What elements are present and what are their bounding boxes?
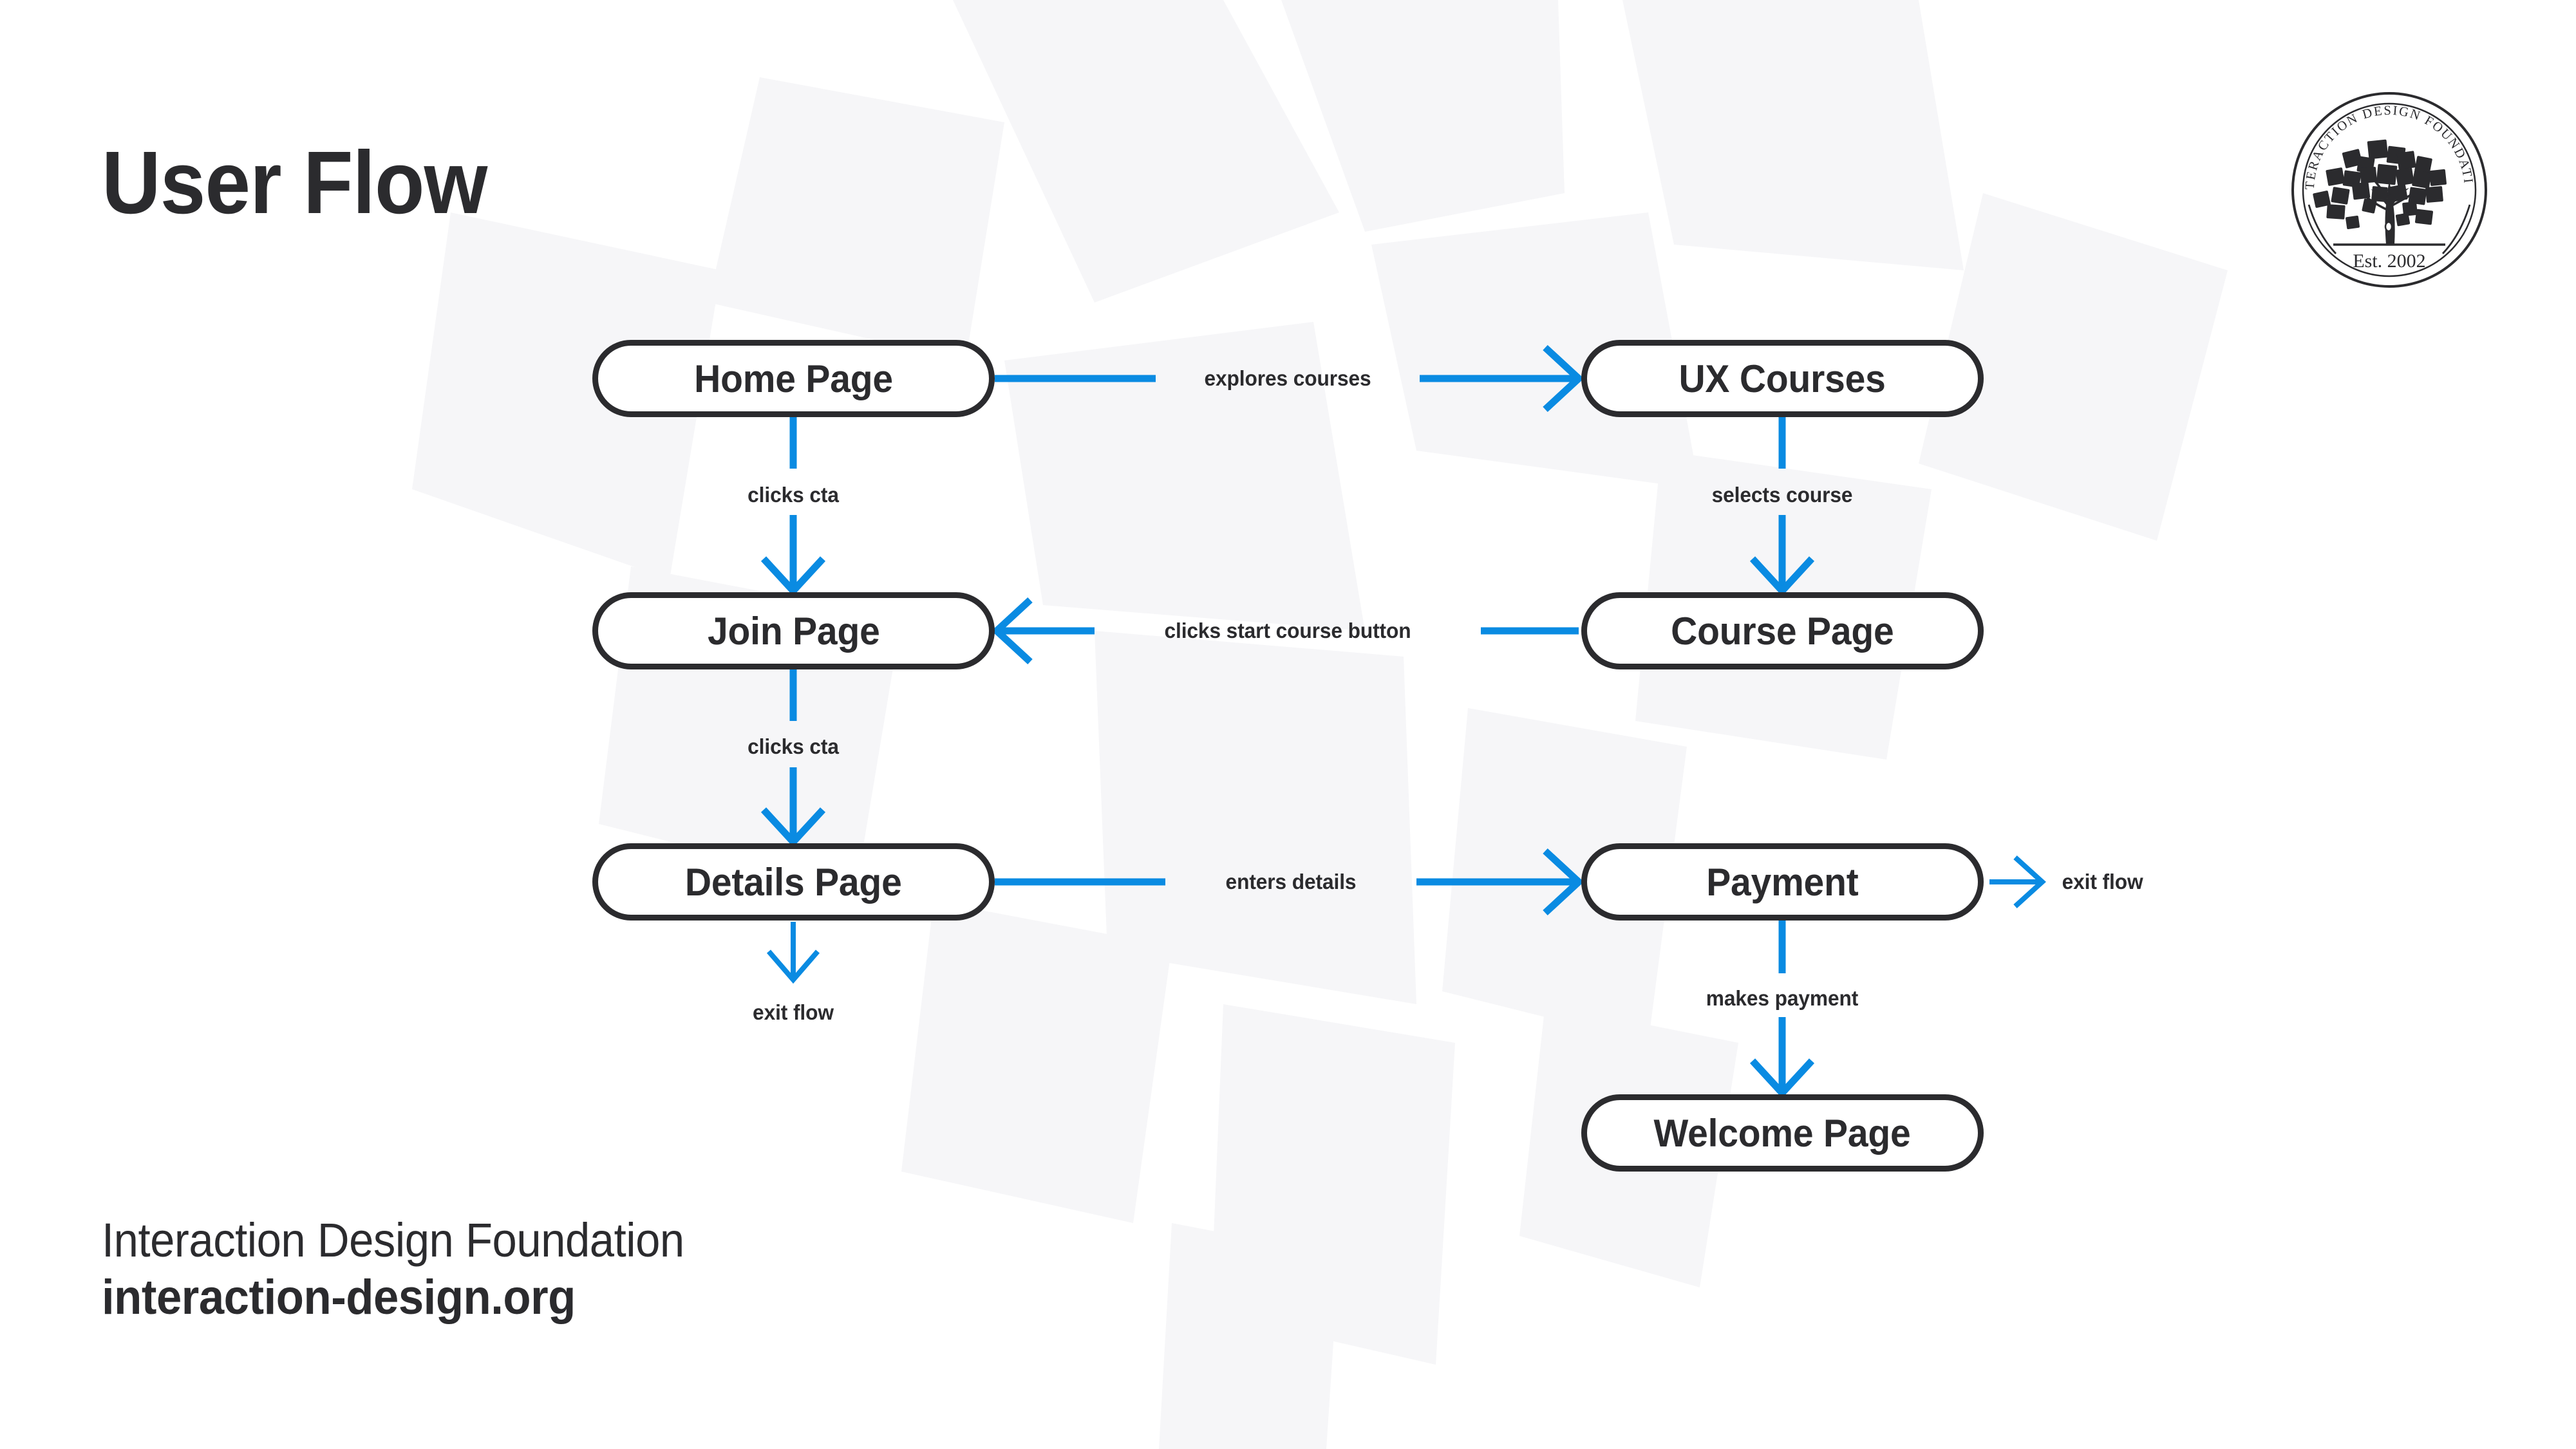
- node-label: Course Page: [1671, 609, 1894, 653]
- arrowhead-selects-course: [1749, 556, 1815, 597]
- page-title: User Flow: [102, 133, 487, 232]
- node-course-page[interactable]: Course Page: [1581, 592, 1984, 669]
- arrowhead-exit-flow-details: [766, 949, 820, 984]
- node-label: Join Page: [707, 609, 880, 653]
- node-label: Payment: [1706, 860, 1859, 904]
- node-label: Home Page: [694, 357, 893, 400]
- edge-label-clicks-cta-home: clicks cta: [747, 483, 839, 507]
- logo-seal-icon: INTERACTION DESIGN FOUNDATION: [2284, 79, 2487, 288]
- edge-label-enters-details: enters details: [1225, 870, 1357, 893]
- node-ux-courses[interactable]: UX Courses: [1581, 340, 1984, 417]
- edge-label-makes-payment: makes payment: [1706, 986, 1859, 1010]
- arrowhead-clicks-cta-1: [760, 556, 826, 597]
- node-details-page[interactable]: Details Page: [592, 843, 995, 921]
- arrowhead-makes-payment: [1749, 1058, 1815, 1099]
- node-label: Welcome Page: [1653, 1111, 1911, 1155]
- node-label: Details Page: [685, 860, 902, 904]
- logo-established-text: Est. 2002: [2353, 250, 2425, 272]
- node-welcome-page[interactable]: Welcome Page: [1581, 1094, 1984, 1172]
- brand-logo: INTERACTION DESIGN FOUNDATION: [2284, 79, 2489, 290]
- footer: Interaction Design Foundation interactio…: [102, 1213, 728, 1326]
- edge-label-clicks-start-course-button: clicks start course button: [1164, 619, 1411, 642]
- node-label: UX Courses: [1678, 357, 1886, 400]
- arrowhead-clicks-start-course: [991, 597, 1033, 665]
- arrowhead-clicks-cta-2: [760, 807, 826, 848]
- edge-label-clicks-cta-join: clicks cta: [747, 734, 839, 758]
- footer-website[interactable]: interaction-design.org: [102, 1270, 576, 1325]
- arrowhead-explores-courses: [1543, 344, 1584, 413]
- edge-label-selects-course: selects course: [1711, 483, 1853, 507]
- footer-organization: Interaction Design Foundation: [102, 1213, 684, 1267]
- node-payment[interactable]: Payment: [1581, 843, 1984, 921]
- node-home-page[interactable]: Home Page: [592, 340, 995, 417]
- arrowhead-exit-flow-payment: [2013, 855, 2046, 908]
- arrowhead-enters-details: [1543, 848, 1584, 916]
- edge-label-exit-flow-details: exit flow: [753, 1000, 834, 1024]
- node-join-page[interactable]: Join Page: [592, 592, 995, 669]
- edge-label-exit-flow-payment: exit flow: [2062, 870, 2143, 893]
- edge-label-explores-courses: explores courses: [1204, 366, 1371, 390]
